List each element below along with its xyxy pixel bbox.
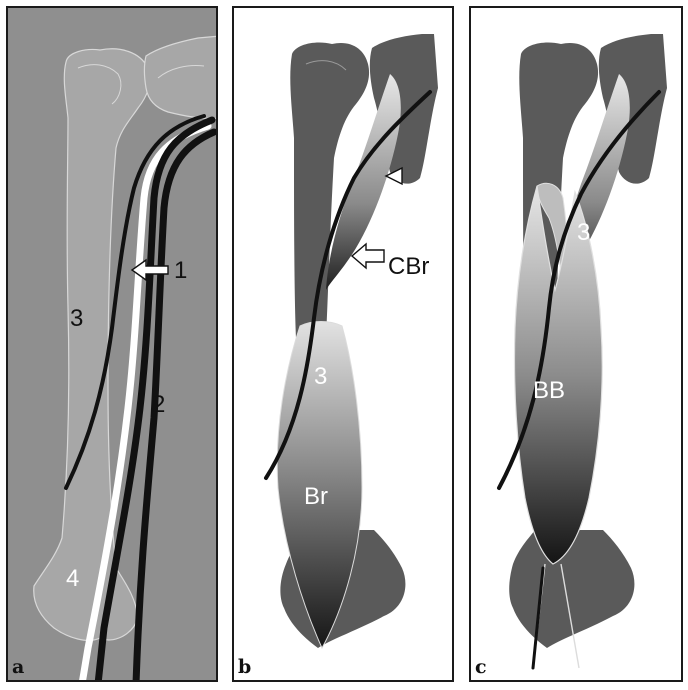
nerve-2	[132, 128, 216, 680]
label-3: 3	[70, 305, 83, 332]
label-3: 3	[577, 219, 590, 246]
panel-b: CBr 3 Br b	[232, 6, 454, 682]
label-bb: BB	[533, 377, 565, 404]
panel-a-illustration: 1 2 3 4	[33, 35, 216, 680]
coracobrachialis-muscle	[326, 74, 401, 290]
humeral-head-outline	[77, 64, 122, 105]
panel-letter-a: a	[12, 656, 25, 678]
arrow-1-icon	[130, 258, 169, 282]
nerve-3	[264, 90, 432, 480]
label-3: 3	[314, 363, 327, 390]
panel-c: 3 BB c	[469, 6, 683, 682]
scapula	[143, 35, 216, 120]
vessel-white	[79, 122, 212, 680]
arrowhead-icon	[384, 166, 403, 186]
humeral-head-outline	[305, 60, 347, 71]
panel-letter-b: b	[238, 656, 252, 678]
forearm-bones	[509, 530, 635, 648]
label-br: Br	[304, 483, 328, 510]
label-2: 2	[152, 391, 165, 418]
nerve-3	[64, 114, 206, 490]
coracoid-process	[157, 65, 205, 79]
panel-a: 1 2 3 4 a	[6, 6, 218, 682]
nerve-1	[94, 116, 216, 680]
label-4: 4	[66, 565, 79, 592]
arrow-cbr-icon	[350, 242, 385, 270]
panel-letter-c: c	[475, 656, 487, 678]
label-1: 1	[174, 257, 187, 284]
humerus-bone	[290, 42, 370, 338]
panel-c-illustration: 3 BB	[497, 34, 667, 670]
nerve-distal	[531, 566, 545, 670]
nerve-3	[497, 90, 661, 490]
panel-b-illustration: CBr 3 Br	[264, 34, 438, 650]
biceps-brachii-muscle	[513, 185, 603, 565]
label-cbr: CBr	[388, 253, 429, 280]
